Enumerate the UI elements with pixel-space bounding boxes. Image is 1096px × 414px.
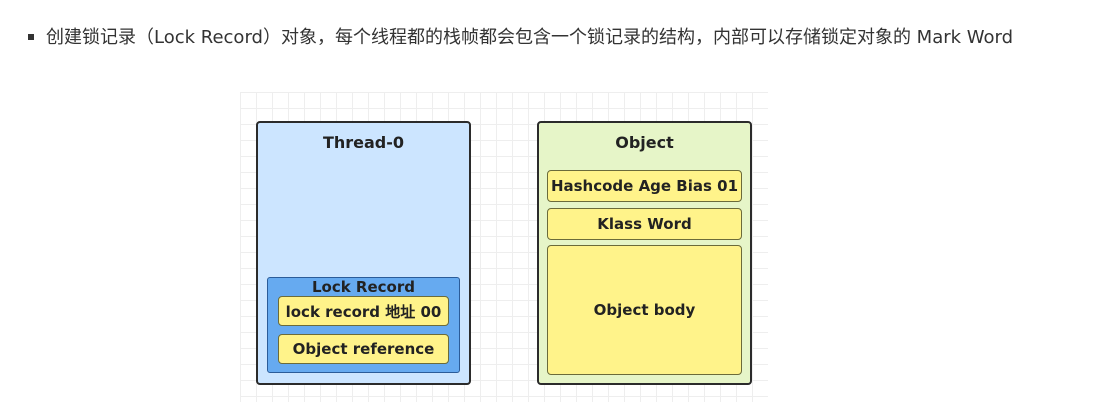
thread-title: Thread-0 (322, 133, 405, 152)
lock-record-title: Lock Record (311, 278, 415, 296)
object-body-field: Object body (547, 245, 742, 375)
bullet-marker-icon (28, 34, 34, 40)
klass-word-field: Klass Word (547, 208, 742, 240)
mark-word-field: Hashcode Age Bias 01 (547, 170, 742, 202)
lock-record-address-field: lock record 地址 00 (278, 296, 449, 326)
bullet-text: 创建锁记录（Lock Record）对象，每个线程都的栈帧都会包含一个锁记录的结… (46, 27, 1014, 48)
object-reference-field: Object reference (278, 334, 449, 364)
object-title: Object (615, 133, 674, 152)
